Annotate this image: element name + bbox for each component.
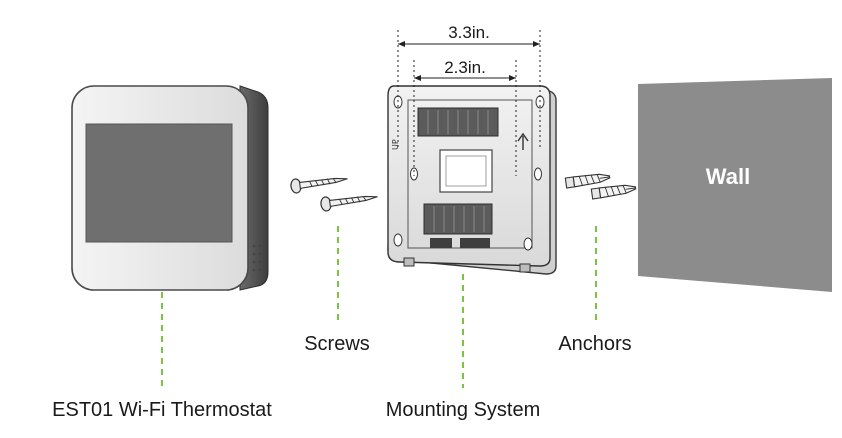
wall-label: Wall — [706, 164, 750, 189]
label-screws: Screws — [304, 333, 370, 355]
inner-dimension-label: 2.3in. — [444, 58, 486, 77]
leader-lines — [161, 226, 597, 388]
outer-dimension-label: 3.3in. — [448, 23, 490, 42]
terminal-block-bottom — [423, 203, 493, 235]
thermostat-vents — [252, 244, 262, 272]
label-thermostat: EST01 Wi-Fi Thermostat — [52, 399, 272, 421]
wall — [638, 78, 832, 292]
thermostat-screen — [85, 123, 233, 243]
label-mounting-system: Mounting System — [386, 399, 541, 421]
dimension-lines — [397, 30, 541, 176]
thermostat-device — [71, 85, 269, 291]
mounting-plate: UP — [387, 85, 557, 275]
up-arrow-icon — [517, 132, 529, 150]
plate-up-label: UP — [391, 139, 400, 150]
screw-icon — [290, 177, 378, 212]
wire-opening — [439, 149, 493, 193]
label-anchors: Anchors — [558, 333, 631, 355]
anchor-icon — [564, 173, 637, 200]
